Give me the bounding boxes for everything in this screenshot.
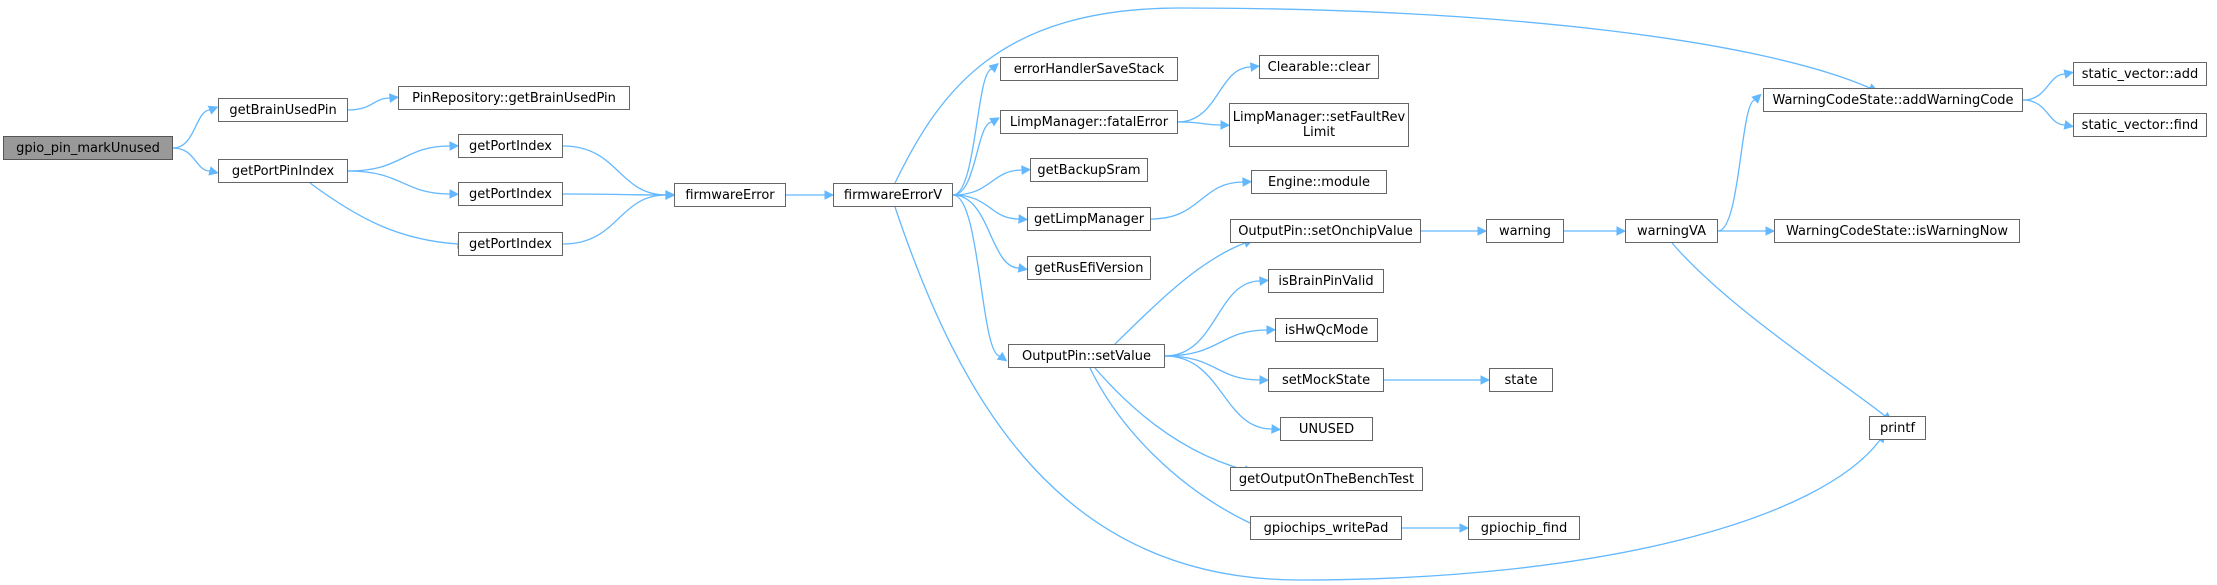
- edge-outputpin-setvalue-to-unused: [1164, 355, 1273, 430]
- arrowhead: [1266, 325, 1277, 335]
- edge-outputpin-setvalue-to-ishwqcmode: [1164, 329, 1268, 357]
- node-gpio-pin-markunused[interactable]: gpio_pin_markUnused: [3, 136, 173, 160]
- edge-warningcodestate-addwarningcode-to-static-vector-find: [2022, 99, 2066, 126]
- node-getbackupsram[interactable]: getBackupSram: [1030, 158, 1148, 182]
- arrowhead: [996, 351, 1008, 362]
- edge-warningcodestate-addwarningcode-to-static-vector-add: [2022, 73, 2066, 101]
- edge-outputpin-setvalue-to-getoutputonthebenchtest: [1094, 367, 1246, 471]
- edge-firmwareerrorv-to-printf: [894, 206, 1881, 581]
- node-static-vector-find[interactable]: static_vector::find: [2073, 113, 2207, 137]
- arrowhead: [1480, 375, 1491, 385]
- edge-getbrainusedpin-to-pinrepository-getbrainusedpin: [347, 97, 391, 111]
- node-getportindex1[interactable]: getPortIndex: [458, 134, 563, 158]
- arrowhead: [2063, 69, 2074, 79]
- node-errorhandlersavestack[interactable]: errorHandlerSaveStack: [1000, 57, 1178, 81]
- edge-firmwareerrorv-to-errorhandlersavestack: [952, 68, 993, 196]
- edge-warningva-to-warningcodestate-addwarningcode: [1717, 99, 1756, 232]
- node-unused[interactable]: UNUSED: [1280, 417, 1373, 441]
- arrowhead: [449, 141, 460, 151]
- node-warningva[interactable]: warningVA: [1625, 219, 1718, 243]
- edge-limpmanager-fatalerror-to-limpmanager-setfaultrevlimit: [1177, 121, 1222, 126]
- edge-outputpin-setvalue-to-outputpin-setonchipvalue: [1114, 242, 1246, 345]
- arrowhead: [1220, 120, 1231, 130]
- node-ishwqcmode[interactable]: isHwQcMode: [1275, 318, 1378, 342]
- node-getoutputonthebenchtest[interactable]: getOutputOnTheBenchTest: [1230, 467, 1423, 491]
- node-static-vector-add[interactable]: static_vector::add: [2073, 62, 2207, 86]
- edge-getportpinindex-to-getportindex1: [347, 145, 451, 172]
- node-getlimpmanager[interactable]: getLimpManager: [1027, 207, 1151, 231]
- arrowhead: [207, 105, 219, 115]
- arrowhead: [389, 93, 400, 103]
- node-outputpin-setvalue[interactable]: OutputPin::setValue: [1008, 344, 1165, 368]
- node-isbrainpinvalid[interactable]: isBrainPinValid: [1268, 269, 1384, 293]
- node-setmockstate[interactable]: setMockState: [1268, 368, 1384, 392]
- node-firmwareerror[interactable]: firmwareError: [674, 183, 786, 207]
- node-getrusefiversion[interactable]: getRusEfiVersion: [1027, 256, 1151, 280]
- arrowhead: [1249, 62, 1261, 72]
- node-gpiochip-find[interactable]: gpiochip_find: [1468, 516, 1580, 540]
- node-limpmanager-setfaultrevlimit[interactable]: LimpManager::setFaultRev Limit: [1229, 103, 1409, 147]
- edge-getportpinindex-to-getportindex2: [347, 170, 451, 195]
- edge-gpio-pin-markunused-to-getbrainusedpin: [172, 109, 211, 149]
- arrowhead: [989, 117, 1000, 127]
- arrowhead: [1259, 276, 1270, 286]
- edge-firmwareerrorv-to-getbackupsram: [952, 169, 1023, 196]
- node-engine-module[interactable]: Engine::module: [1251, 170, 1387, 194]
- edge-warningva-to-printf: [1671, 242, 1886, 417]
- arrowhead: [1259, 375, 1270, 385]
- arrowhead: [1616, 226, 1627, 236]
- arrowhead: [1018, 214, 1029, 224]
- node-state[interactable]: state: [1489, 368, 1553, 392]
- node-gpiochips-writepad[interactable]: gpiochips_writePad: [1250, 516, 1402, 540]
- edge-getportindex3-to-firmwareerror: [562, 194, 667, 245]
- edge-firmwareerrorv-to-outputpin-setvalue: [952, 194, 1001, 357]
- edge-gpio-pin-markunused-to-getportpinindex: [172, 147, 211, 172]
- node-getportindex2[interactable]: getPortIndex: [458, 182, 563, 206]
- arrowhead: [1765, 226, 1776, 236]
- edge-firmwareerrorv-to-warningcodestate-addwarningcode: [894, 7, 1871, 184]
- edge-limpmanager-fatalerror-to-clearable-clear: [1177, 66, 1252, 123]
- edge-getportpinindex-to-getportindex3: [309, 182, 459, 245]
- node-firmwareerrorv[interactable]: firmwareErrorV: [833, 183, 953, 207]
- node-getportpinindex[interactable]: getPortPinIndex: [218, 159, 348, 183]
- arrowhead: [1751, 93, 1762, 104]
- edge-outputpin-setvalue-to-setmockstate: [1164, 355, 1261, 381]
- node-limpmanager-fatalerror[interactable]: LimpManager::fatalError: [1000, 110, 1178, 134]
- edge-getportindex1-to-firmwareerror: [562, 145, 667, 196]
- edge-outputpin-setvalue-to-isbrainpinvalid: [1164, 280, 1261, 357]
- node-getportindex3[interactable]: getPortIndex: [458, 232, 563, 256]
- arrowhead: [1271, 424, 1282, 434]
- edge-getportindex2-to-firmwareerror: [562, 193, 667, 196]
- arrowhead: [824, 190, 835, 200]
- node-warningcodestate-iswarningnow[interactable]: WarningCodeState::isWarningNow: [1774, 219, 2020, 243]
- arrowhead: [1459, 523, 1470, 533]
- node-printf[interactable]: printf: [1869, 416, 1926, 440]
- arrowhead: [1017, 263, 1028, 273]
- node-warning[interactable]: warning: [1486, 219, 1564, 243]
- node-getbrainusedpin[interactable]: getBrainUsedPin: [218, 98, 348, 122]
- edge-getlimpmanager-to-engine-module: [1150, 181, 1244, 220]
- arrowhead: [1477, 226, 1488, 236]
- node-pinrepository-getbrainusedpin[interactable]: PinRepository::getBrainUsedPin: [398, 86, 630, 110]
- arrowhead: [988, 63, 999, 73]
- arrowhead: [2063, 120, 2074, 130]
- edge-firmwareerrorv-to-getlimpmanager: [952, 194, 1020, 220]
- edge-firmwareerrorv-to-getrusefiversion: [952, 194, 1020, 269]
- edge-outputpin-setvalue-to-gpiochips-writepad: [1089, 367, 1253, 525]
- arrowhead: [449, 189, 460, 199]
- node-outputpin-setonchipvalue[interactable]: OutputPin::setOnchipValue: [1230, 219, 1421, 243]
- arrowhead: [665, 190, 676, 200]
- arrowhead: [1021, 165, 1032, 175]
- edge-firmwareerrorv-to-limpmanager-fatalerror: [952, 121, 993, 196]
- node-clearable-clear[interactable]: Clearable::clear: [1259, 55, 1379, 79]
- arrowhead: [1242, 177, 1253, 187]
- arrowhead: [208, 166, 219, 176]
- node-warningcodestate-addwarningcode[interactable]: WarningCodeState::addWarningCode: [1763, 88, 2023, 112]
